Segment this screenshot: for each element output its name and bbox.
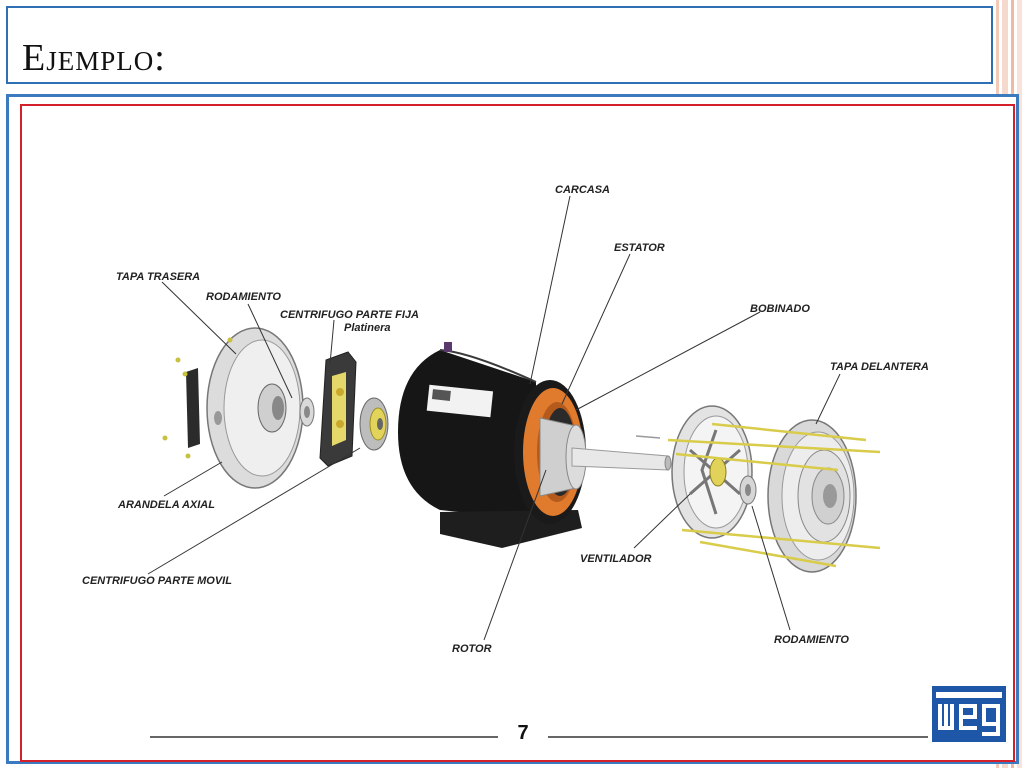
weg-logo: [932, 686, 1006, 742]
tapa-delantera-part: [767, 419, 857, 573]
label-ventilador: VENTILADOR: [580, 553, 652, 565]
arandela-axial-part: [162, 357, 200, 459]
label-rodamiento-bottom: RODAMIENTO: [774, 634, 849, 646]
tie-rods: [635, 422, 881, 568]
tapa-trasera-part: [206, 327, 304, 489]
slide-title: Ejemplo:: [22, 37, 166, 79]
rodamiento-front-part: [739, 475, 757, 505]
label-centrifugo-movil: CENTRIFUGO PARTE MOVIL: [82, 575, 232, 587]
label-rotor: ROTOR: [452, 643, 492, 655]
content-frame-inner: [20, 104, 1015, 762]
label-estator: ESTATOR: [614, 242, 665, 254]
leader-lines: [147, 195, 928, 738]
label-tapa-delantera: TAPA DELANTERA: [830, 361, 929, 373]
centrifugo-fija-part: [319, 351, 357, 467]
page-number: 7: [500, 722, 546, 745]
rodamiento-rear-part: [299, 397, 315, 427]
slide-header: Ejemplo:: [6, 6, 993, 84]
centrifugo-movil-part: [359, 397, 389, 451]
label-carcasa: CARCASA: [555, 184, 610, 196]
label-platinera: Platinera: [344, 322, 390, 334]
label-bobinado: BOBINADO: [750, 303, 810, 315]
label-centrifugo-fija: CENTRIFUGO PARTE FIJA: [280, 309, 419, 321]
label-arandela-axial: ARANDELA AXIAL: [117, 499, 215, 511]
rotor-part: [539, 417, 672, 497]
label-tapa-trasera: TAPA TRASERA: [116, 271, 200, 283]
label-rodamiento-top: RODAMIENTO: [206, 291, 281, 303]
